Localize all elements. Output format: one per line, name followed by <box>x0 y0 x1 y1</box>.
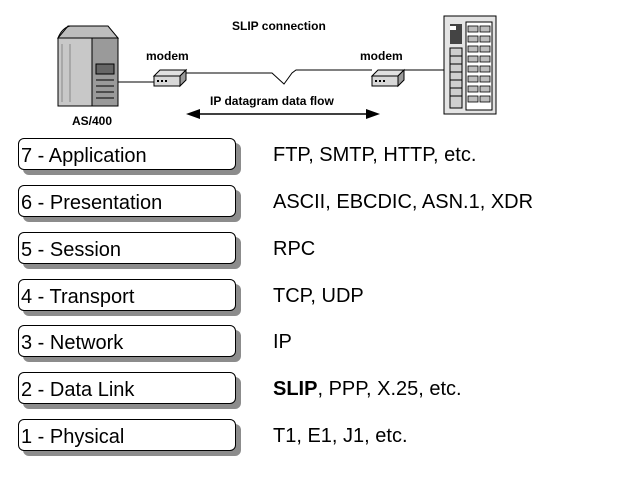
layer-protocols: ASCII, EBCDIC, ASN.1, XDR <box>273 191 534 213</box>
modem-left-label: modem <box>146 49 189 63</box>
right-modem-icon <box>370 68 406 88</box>
layer-protocols: RPC <box>273 238 316 260</box>
modem-right-label: modem <box>360 49 403 63</box>
layer-box: 1 - Physical <box>18 419 236 451</box>
layer-name: 2 - Data Link <box>21 379 135 401</box>
as400-server-icon <box>56 25 120 107</box>
slip-connection-diagram: SLIP connection modem modem IP datagram … <box>0 0 618 130</box>
layer-box: 6 - Presentation <box>18 185 236 217</box>
layer-box: 3 - Network <box>18 325 236 357</box>
layer-name: 3 - Network <box>21 332 124 354</box>
layer-row-data-link: 2 - Data Link SLIP, PPP, X.25, etc. <box>0 372 618 410</box>
layer-name: 6 - Presentation <box>21 192 163 214</box>
layer-box: 5 - Session <box>18 232 236 264</box>
layer-row-transport: 4 - Transport TCP, UDP <box>0 279 618 317</box>
layer-protocols: IP <box>273 331 292 353</box>
layer-protocols: FTP, SMTP, HTTP, etc. <box>273 144 477 166</box>
layer-name: 4 - Transport <box>21 286 135 308</box>
layer-row-session: 5 - Session RPC <box>0 232 618 270</box>
data-flow-label: IP datagram data flow <box>210 94 334 108</box>
data-flow-arrow <box>186 109 380 119</box>
left-modem-icon <box>152 68 188 88</box>
layer-protocols: SLIP, PPP, X.25, etc. <box>273 378 462 400</box>
network-illustration <box>56 15 497 119</box>
layer-protocols: T1, E1, J1, etc. <box>273 425 408 447</box>
layer-name: 1 - Physical <box>21 426 125 448</box>
layer-row-presentation: 6 - Presentation ASCII, EBCDIC, ASN.1, X… <box>0 185 618 223</box>
rack-server-icon <box>443 15 497 115</box>
layer-row-application: 7 - Application FTP, SMTP, HTTP, etc. <box>0 138 618 176</box>
host-label: AS/400 <box>72 114 113 128</box>
slip-line <box>186 69 372 85</box>
layer-protocols: TCP, UDP <box>273 285 364 307</box>
layer-name: 5 - Session <box>21 239 122 261</box>
layer-box: 4 - Transport <box>18 279 236 311</box>
layer-row-network: 3 - Network IP <box>0 325 618 363</box>
layer-box: 2 - Data Link <box>18 372 236 404</box>
layer-box: 7 - Application <box>18 138 236 170</box>
layer-name: 7 - Application <box>21 145 147 167</box>
layer-row-physical: 1 - Physical T1, E1, J1, etc. <box>0 419 618 457</box>
connection-label: SLIP connection <box>232 19 326 33</box>
